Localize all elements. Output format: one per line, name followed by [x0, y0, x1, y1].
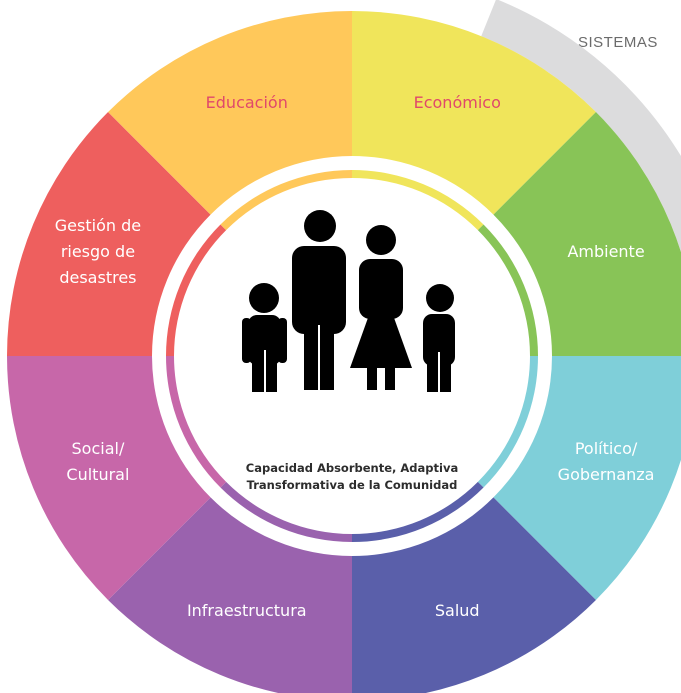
segment-label: riesgo de	[61, 242, 135, 261]
inner-ring-arc	[352, 481, 484, 542]
inner-color-ring	[166, 170, 538, 542]
inner-ring-arc	[220, 481, 352, 542]
inner-ring-arc	[220, 170, 352, 231]
segment-label: desastres	[59, 268, 136, 287]
segment-label: Gobernanza	[558, 465, 655, 484]
inner-ring-arc	[477, 356, 538, 488]
inner-ring-arc	[166, 224, 227, 356]
systems-label: SISTEMAS	[578, 34, 658, 51]
wheel-segment	[352, 497, 596, 693]
segment-label: Gestión de	[55, 216, 141, 235]
wheel-segment	[7, 112, 211, 356]
segment-labels: EconómicoAmbientePolítico/GobernanzaSalu…	[55, 93, 655, 620]
wheel-segment	[493, 356, 681, 600]
inner-ring-arc	[477, 224, 538, 356]
segment-label: Económico	[414, 93, 501, 112]
wheel-segment	[493, 112, 681, 356]
segment-label: Salud	[435, 601, 480, 620]
segment-label: Educación	[206, 93, 288, 112]
family-icon	[242, 210, 455, 392]
segment-label: Social/	[72, 439, 125, 458]
wheel-segment	[352, 11, 596, 215]
systems-band	[481, 0, 681, 253]
segment-label: Infraestructura	[187, 601, 307, 620]
inner-ring-arc	[352, 170, 484, 231]
systems-background-ring	[481, 0, 681, 253]
wheel-segment	[108, 11, 352, 215]
center-caption-line-2: Transformativa de la Comunidad	[247, 478, 458, 492]
wheel-segment	[108, 497, 352, 693]
segment-label: Ambiente	[567, 242, 644, 261]
wheel-segment	[7, 356, 211, 600]
segment-label: Cultural	[66, 465, 129, 484]
wheel-segments	[7, 11, 681, 693]
center-caption-line-1: Capacidad Absorbente, Adaptiva	[246, 461, 458, 475]
segment-label: Político/	[575, 439, 638, 458]
center-disc	[176, 180, 528, 532]
inner-ring-arc	[166, 356, 227, 488]
